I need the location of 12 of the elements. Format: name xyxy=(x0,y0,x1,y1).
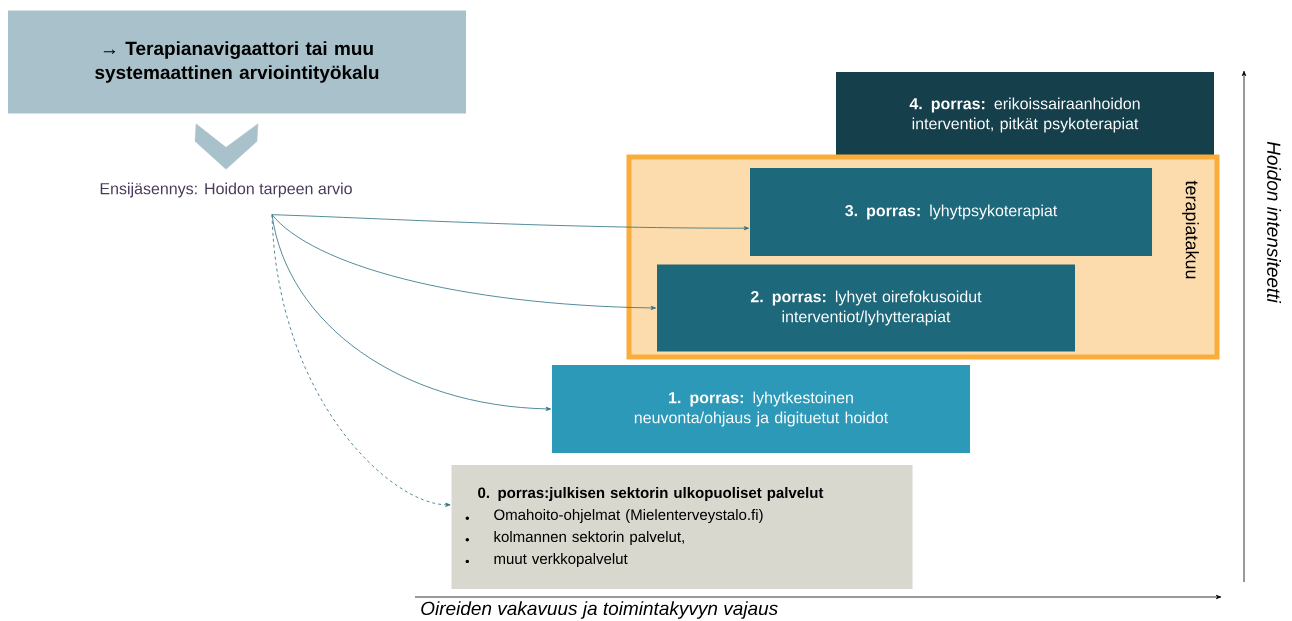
step-box: 0. porras:julkisen sektorin ulkopuoliset palvelut Omahoito-ohjelmat (Mielenterveystalo.fi) kolmannen sektorin palvelut, muut verkkopalvelut xyxy=(451,465,913,589)
step-box: 1. porras: lyhytkestoinen neuvonta/ohjaus ja digituetut hoidot xyxy=(552,365,970,453)
step-box: 2. porras: lyhyet oirefokusoidut interventiot/lyhytterapiat xyxy=(657,264,1075,352)
axis-label: Hoidon intensiteetti xyxy=(1267,141,1281,304)
arrow xyxy=(271,214,656,310)
step-box: 3. porras: lyhytpsykoterapiat xyxy=(750,168,1152,256)
arrow xyxy=(271,214,749,231)
chevron-arrow xyxy=(194,123,259,170)
assessment-text: Ensijäsennys: Hoidon tarpeen arvio xyxy=(100,182,352,198)
arrow xyxy=(271,214,451,507)
tool-box: → Terapianavigaattori tai muu systemaattinen arviointityökalu xyxy=(8,10,466,114)
step-box: 4. porras: erikoissairaanhoidon interventiot, pitkät psykoterapiat xyxy=(836,72,1214,158)
